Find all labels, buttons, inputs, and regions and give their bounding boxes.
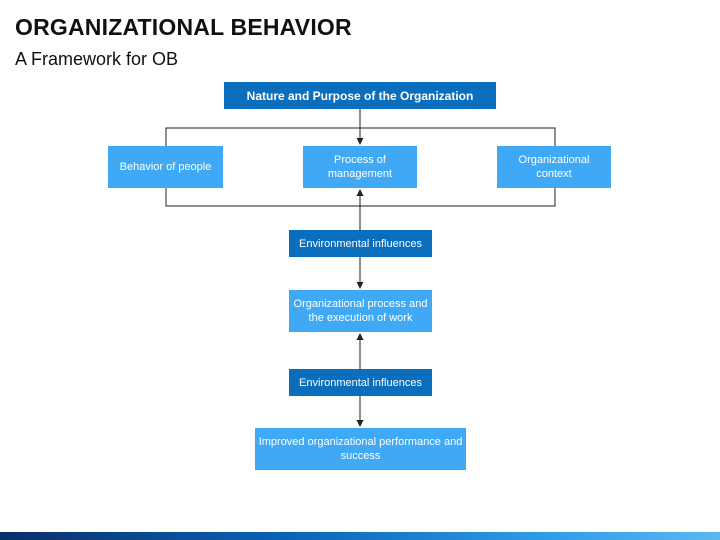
- box-environmental-influences-2: Environmental influences: [289, 369, 432, 396]
- box-improved-performance-label: Improved organizational performance and …: [258, 436, 463, 462]
- box-process-of-management: Process of management: [303, 146, 417, 188]
- box-organizational-context: Organizational context: [497, 146, 611, 188]
- box-environmental-influences-2-label: Environmental influences: [299, 376, 422, 389]
- box-nature-purpose: Nature and Purpose of the Organization: [224, 82, 496, 109]
- box-nature-purpose-label: Nature and Purpose of the Organization: [246, 88, 474, 103]
- box-organizational-process-label: Organizational process and the execution…: [293, 298, 428, 324]
- page-subtitle: A Framework for OB: [15, 49, 179, 69]
- box-behavior-of-people-label: Behavior of people: [119, 161, 212, 173]
- box-organizational-context-label: Organizational context: [518, 154, 590, 180]
- box-improved-performance: Improved organizational performance and …: [255, 428, 466, 470]
- box-behavior-of-people: Behavior of people: [108, 146, 223, 188]
- footer-gradient-bar: [0, 532, 720, 540]
- box-environmental-influences-1: Environmental influences: [289, 230, 432, 257]
- page-title: ORGANIZATIONAL BEHAVIOR: [15, 14, 352, 40]
- box-process-of-management-label: Process of management: [327, 154, 393, 180]
- box-organizational-process: Organizational process and the execution…: [289, 290, 432, 332]
- box-environmental-influences-1-label: Environmental influences: [299, 237, 422, 250]
